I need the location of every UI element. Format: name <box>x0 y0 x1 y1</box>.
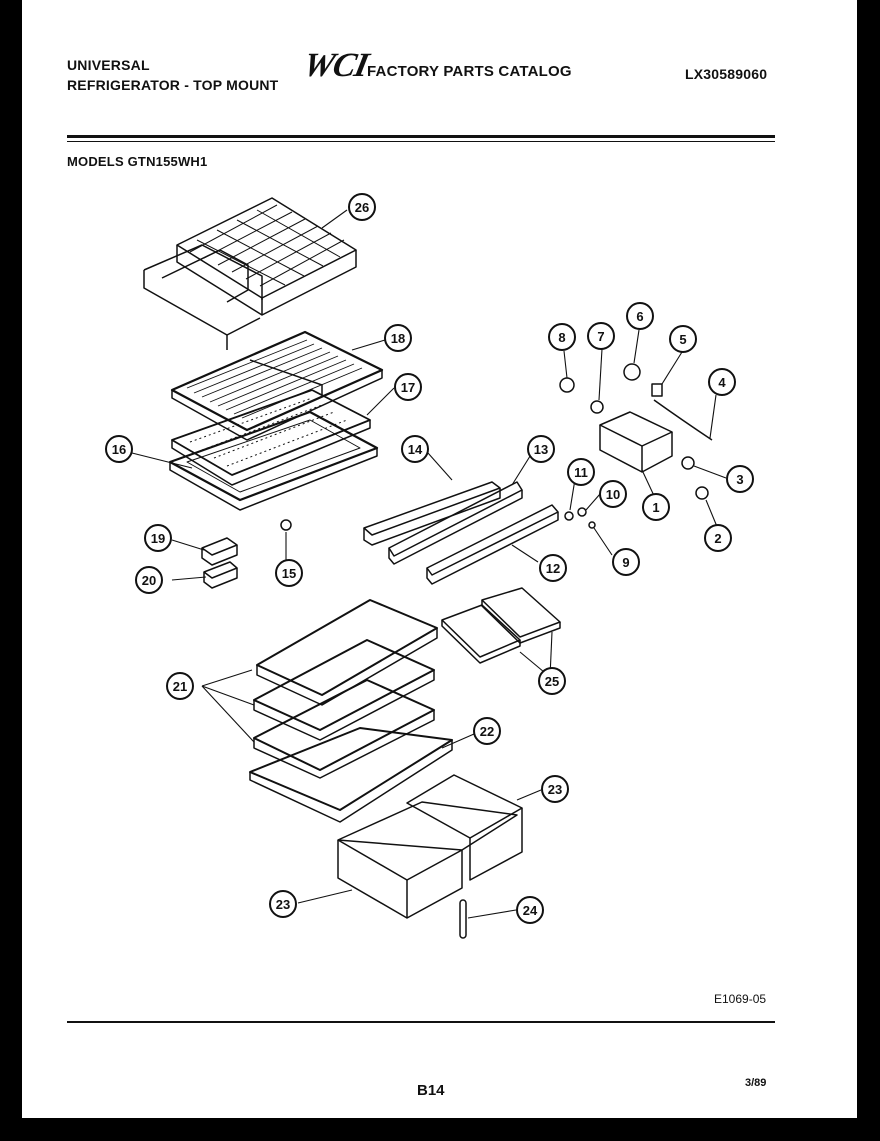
callout-2: 2 <box>704 524 732 552</box>
part-17-crisper-insert <box>171 389 371 486</box>
svg-text:16: 16 <box>112 442 126 457</box>
page-number: B14 <box>417 1082 445 1099</box>
part-21-shelves <box>253 599 438 779</box>
part-7-light-socket <box>590 400 604 414</box>
svg-text:22: 22 <box>480 724 494 739</box>
callout-10: 10 <box>599 480 627 508</box>
callout-9: 9 <box>612 548 640 576</box>
part-6-thermostat <box>623 363 641 381</box>
svg-text:15: 15 <box>282 566 296 581</box>
callout-12: 12 <box>539 554 567 582</box>
callout-8: 8 <box>548 323 576 351</box>
part-2-knob <box>695 486 709 500</box>
exploded-parts-diagram: 26 18 17 16 14 13 11 10 9 12 15 19 20 21… <box>105 193 754 939</box>
callout-24: 24 <box>516 896 544 924</box>
part-10-nut <box>577 507 587 517</box>
callout-23-left: 23 <box>269 890 297 918</box>
callout-7: 7 <box>587 322 615 350</box>
brand-line-2: REFRIGERATOR - TOP MOUNT <box>67 77 279 93</box>
svg-text:10: 10 <box>606 487 620 502</box>
part-11-screw <box>564 511 574 521</box>
svg-text:23: 23 <box>548 782 562 797</box>
footer-rule <box>67 1021 775 1023</box>
callout-21: 21 <box>166 672 194 700</box>
part-12-slide-rail <box>426 504 559 585</box>
callout-16: 16 <box>105 435 133 463</box>
part-13-slide-rail <box>388 481 523 565</box>
header-rule-thick <box>67 135 775 138</box>
svg-text:11: 11 <box>574 465 588 480</box>
part-8-light-bulb <box>559 377 575 393</box>
svg-text:24: 24 <box>523 903 538 918</box>
part-4-capillary-tube <box>653 399 713 441</box>
svg-text:12: 12 <box>546 561 560 576</box>
callout-18: 18 <box>384 324 412 352</box>
svg-text:14: 14 <box>408 442 423 457</box>
callout-1: 1 <box>642 493 670 521</box>
part-24-drawer-stop <box>459 899 467 939</box>
models-label: MODELS GTN155WH1 <box>67 154 208 169</box>
callout-20: 20 <box>135 566 163 594</box>
svg-text:9: 9 <box>622 555 629 570</box>
part-9-screw <box>588 521 596 529</box>
part-15-screw <box>280 519 292 531</box>
callout-3: 3 <box>726 465 754 493</box>
part-3-knob <box>681 456 695 470</box>
callout-4: 4 <box>708 368 736 396</box>
svg-text:21: 21 <box>173 679 187 694</box>
svg-text:19: 19 <box>151 531 165 546</box>
part-14-support-rail <box>363 481 501 546</box>
part-1-control-housing <box>599 411 673 473</box>
catalog-date: 3/89 <box>745 1077 767 1089</box>
callout-15: 15 <box>275 559 303 587</box>
callout-26: 26 <box>348 193 376 221</box>
part-25-ice-trays <box>441 587 561 664</box>
part-22-crisper-cover <box>249 727 453 823</box>
part-19-butter-door <box>201 537 238 566</box>
callout-17: 17 <box>394 373 422 401</box>
part-16-crisper-frame <box>168 410 379 511</box>
callout-22: 22 <box>473 717 501 745</box>
drawing-code: E1069-05 <box>714 992 767 1006</box>
svg-text:4: 4 <box>718 375 726 390</box>
callout-19: 19 <box>144 524 172 552</box>
svg-text:23: 23 <box>276 897 290 912</box>
callout-25: 25 <box>538 667 566 695</box>
callout-6: 6 <box>626 302 654 330</box>
callout-5: 5 <box>669 325 697 353</box>
callout-bubbles: 26 18 17 16 14 13 11 10 9 12 15 19 20 21… <box>105 193 754 924</box>
part-26-wire-shelf <box>143 197 357 350</box>
svg-text:20: 20 <box>142 573 156 588</box>
svg-text:1: 1 <box>652 500 659 515</box>
svg-text:8: 8 <box>558 330 565 345</box>
part-18-shelf-panel <box>170 330 384 441</box>
callout-13: 13 <box>527 435 555 463</box>
part-23-crisper-drawers <box>337 774 523 919</box>
svg-text:17: 17 <box>401 380 415 395</box>
part-5-clip <box>651 383 663 397</box>
catalog-number: LX30589060 <box>685 66 768 82</box>
callout-23-right: 23 <box>541 775 569 803</box>
svg-text:2: 2 <box>714 531 721 546</box>
svg-text:5: 5 <box>679 332 686 347</box>
catalog-page: UNIVERSAL REFRIGERATOR - TOP MOUNT WCI F… <box>22 0 857 1118</box>
svg-text:13: 13 <box>534 442 548 457</box>
header-rule-thin <box>67 141 775 142</box>
catalog-title: FACTORY PARTS CATALOG <box>367 63 572 80</box>
svg-text:7: 7 <box>597 329 604 344</box>
svg-text:26: 26 <box>355 200 369 215</box>
callout-11: 11 <box>567 458 595 486</box>
brand-line-1: UNIVERSAL <box>67 57 150 73</box>
svg-text:18: 18 <box>391 331 405 346</box>
svg-text:3: 3 <box>736 472 743 487</box>
svg-text:25: 25 <box>545 674 559 689</box>
part-20-butter-dish <box>203 561 238 589</box>
svg-text:6: 6 <box>636 309 643 324</box>
callout-14: 14 <box>401 435 429 463</box>
